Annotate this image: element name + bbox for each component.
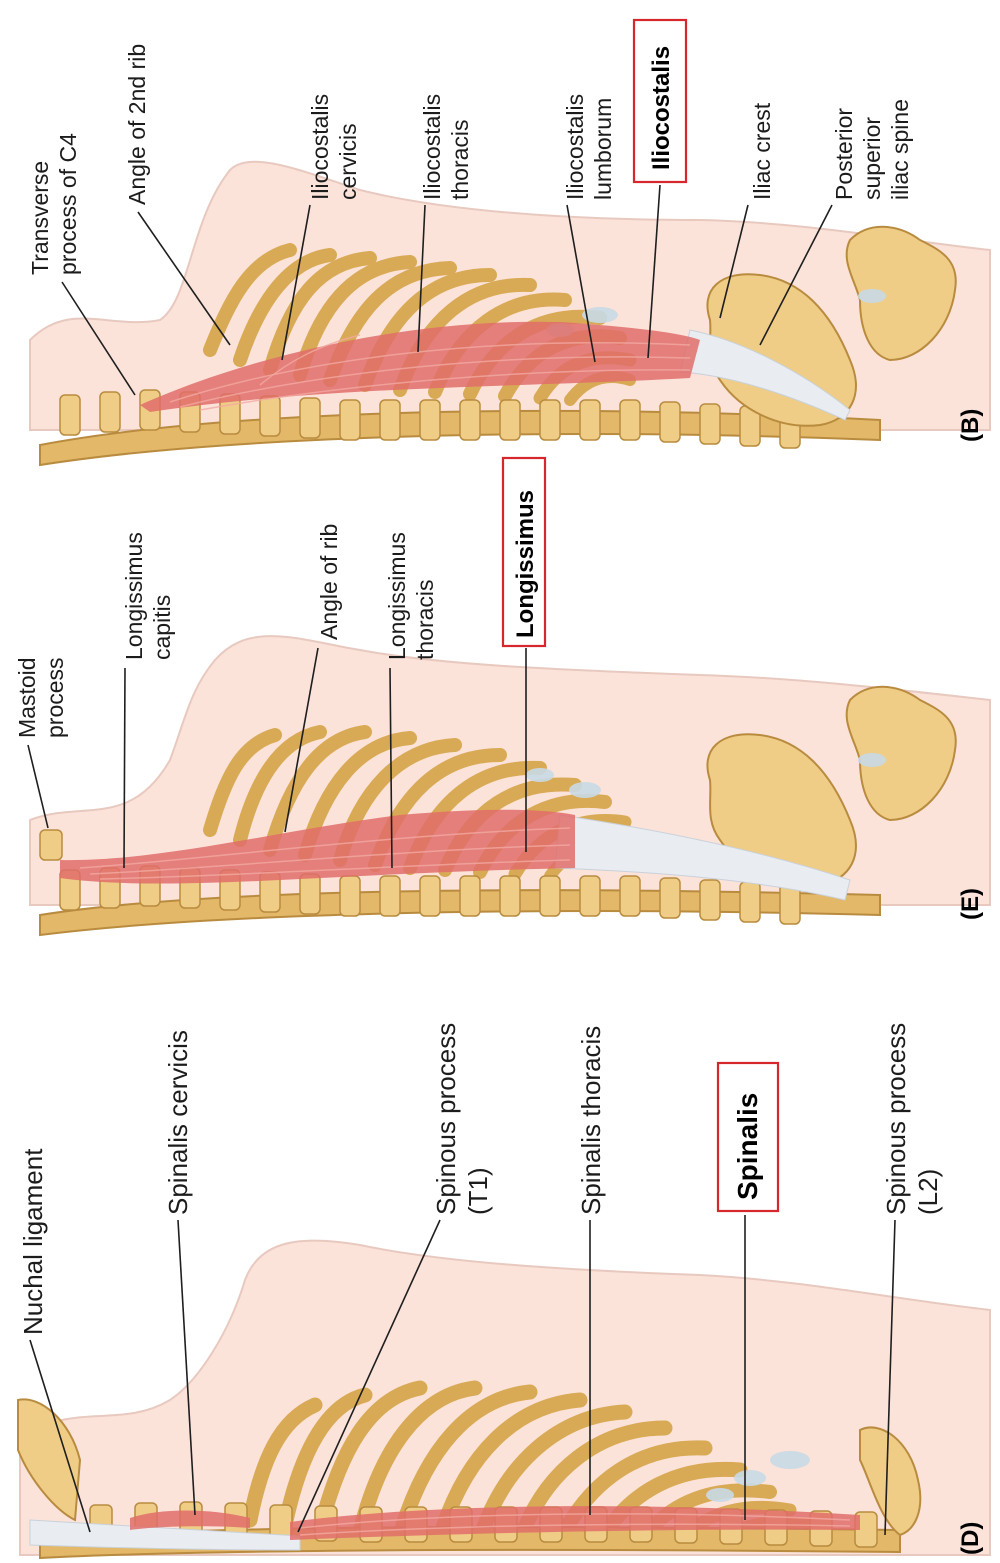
panel-d-letter: (D) (957, 1522, 984, 1555)
panel-d-muscle (29, 1506, 860, 1551)
svg-text:thoracis: thoracis (447, 119, 473, 200)
svg-text:Iliocostalis: Iliocostalis (419, 94, 445, 200)
svg-text:Angle of 2nd rib: Angle of 2nd rib (124, 44, 150, 205)
svg-text:Spinous process: Spinous process (881, 1023, 911, 1215)
svg-text:Posterior: Posterior (831, 108, 857, 200)
label-longissimus-thoracis: Longissimus thoracis (384, 532, 438, 660)
svg-text:Longissimus: Longissimus (384, 532, 410, 660)
svg-text:lumborum: lumborum (590, 98, 616, 200)
panel-d-leaders (29, 1215, 896, 1536)
label-spinalis-thoracis: Spinalis thoracis (576, 1026, 606, 1215)
svg-text:process: process (42, 657, 68, 738)
panel-b-muscle (140, 321, 851, 421)
svg-text:Mastoid: Mastoid (14, 657, 40, 738)
svg-text:Spinous process: Spinous process (431, 1023, 461, 1215)
label-spinalis: Spinalis (732, 1093, 763, 1200)
svg-text:capitis: capitis (149, 595, 175, 660)
svg-text:superior: superior (859, 117, 885, 200)
panel-e-pelvis (39, 685, 957, 887)
panel-b-leaders (61, 184, 833, 396)
svg-text:cervicis: cervicis (335, 123, 361, 200)
label-spinous-t1: Spinous process (T1) (431, 1023, 493, 1215)
label-iliocostalis: Iliocostalis (648, 46, 675, 170)
svg-text:(T1): (T1) (463, 1167, 493, 1215)
svg-text:Transverse: Transverse (27, 161, 53, 275)
panel-e-leaders (27, 647, 527, 869)
panel-e-illustration (29, 635, 991, 937)
spinalis-highlight-box (716, 1061, 780, 1213)
label-longissimus: Longissimus (512, 490, 539, 638)
svg-text:process of C4: process of C4 (55, 133, 81, 275)
svg-text:Spinalis thoracis: Spinalis thoracis (576, 1026, 606, 1215)
svg-text:Longissimus: Longissimus (121, 532, 147, 660)
svg-text:Spinalis cervicis: Spinalis cervicis (163, 1030, 193, 1215)
panel-b-labels: Transverse process of C4 Angle of 2nd ri… (27, 18, 984, 442)
label-angle-2nd-rib: Angle of 2nd rib (124, 44, 150, 205)
panel-e: Mastoid process Longissimus capitis Angl… (14, 456, 991, 937)
iliocostalis-highlight-box (632, 18, 688, 184)
panel-b-letter: (B) (957, 409, 984, 442)
panel-d-labels: Nuchal ligament Spinalis cervicis Spinou… (18, 1023, 984, 1555)
svg-text:Spinalis: Spinalis (732, 1093, 763, 1200)
label-transverse-c4: Transverse process of C4 (27, 133, 81, 275)
svg-text:Nuchal ligament: Nuchal ligament (18, 1148, 48, 1335)
svg-text:Iliocostalis: Iliocostalis (562, 94, 588, 200)
svg-text:Iliac crest: Iliac crest (749, 102, 775, 200)
svg-text:Iliocostalis: Iliocostalis (648, 46, 675, 170)
svg-text:thoracis: thoracis (412, 579, 438, 660)
panel-b-illustration (29, 160, 991, 467)
panel-d-ribs (242, 1380, 851, 1549)
svg-text:Iliocostalis: Iliocostalis (307, 94, 333, 200)
panel-e-muscle (60, 809, 851, 901)
spinalis-cervicis-muscle (130, 1510, 250, 1530)
longissimus-highlight-box (501, 456, 547, 648)
label-angle-of-rib: Angle of rib (316, 524, 342, 640)
panel-d-illustration (17, 1239, 991, 1560)
panel-d: Nuchal ligament Spinalis cervicis Spinou… (17, 1023, 991, 1560)
label-mastoid: Mastoid process (14, 657, 68, 738)
svg-text:iliac spine: iliac spine (887, 99, 913, 200)
label-iliocostalis-lumborum: Iliocostalis lumborum (562, 94, 616, 200)
label-spinalis-cervicis: Spinalis cervicis (163, 1030, 193, 1215)
panel-e-spine (39, 865, 881, 937)
label-spinous-l2: Spinous process (L2) (881, 1023, 943, 1215)
svg-text:Longissimus: Longissimus (512, 490, 539, 638)
panel-b: Transverse process of C4 Angle of 2nd ri… (27, 18, 991, 467)
label-longissimus-capitis: Longissimus capitis (121, 532, 175, 660)
svg-text:Angle of rib: Angle of rib (316, 524, 342, 640)
label-iliac-crest: Iliac crest (749, 102, 775, 200)
panel-e-letter: (E) (957, 888, 984, 920)
label-iliocostalis-thoracis: Iliocostalis thoracis (419, 94, 473, 200)
label-iliocostalis-cervicis: Iliocostalis cervicis (307, 94, 361, 200)
svg-text:(L2): (L2) (913, 1169, 943, 1215)
label-nuchal-ligament: Nuchal ligament (18, 1148, 48, 1335)
panel-e-labels: Mastoid process Longissimus capitis Angl… (14, 456, 984, 920)
label-psis: Posterior superior iliac spine (831, 99, 913, 200)
